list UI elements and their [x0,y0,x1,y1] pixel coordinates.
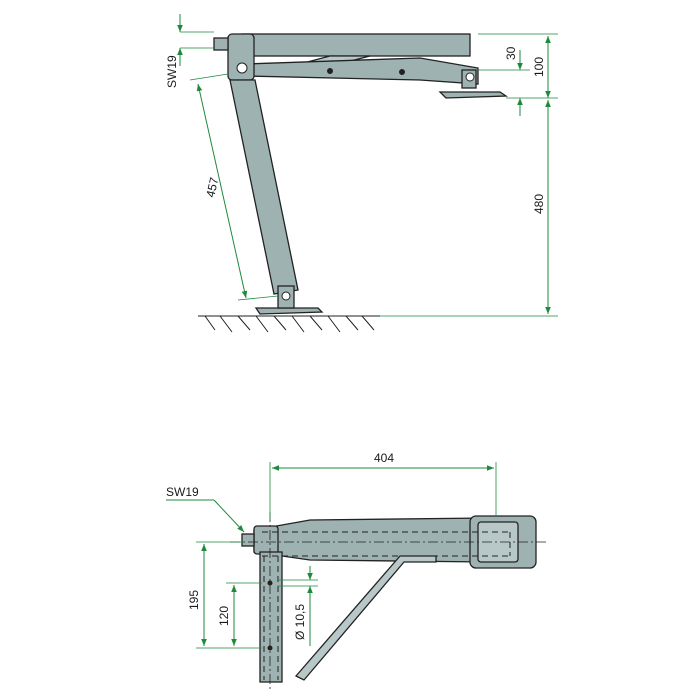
top-120-label: 120 [217,606,231,626]
pivot-icon [465,72,475,82]
pivot-icon [236,62,248,74]
hole-icon [267,645,273,651]
hole-icon [267,580,273,586]
ground-hatching [198,315,380,333]
top-sw19-bolt [241,533,255,547]
top-195-label: 195 [187,590,201,610]
rivet-icon [327,68,333,74]
top-beam [253,517,487,563]
arm-foot-plate [438,91,509,99]
rivet-icon [399,69,405,75]
side-457-label: 457 [203,176,221,199]
side-480-label: 480 [532,194,546,214]
side-sw19-label: SW19 [165,55,179,88]
support-leg [229,79,299,295]
top-hole-diameter-label: Ø 10,5 [293,604,307,640]
top-sw19-label: SW19 [166,485,199,499]
side-30-label: 30 [504,46,518,60]
sw19-bolt [213,37,229,51]
pivot-icon [281,291,291,301]
upper-beam [241,33,471,57]
top-pivot-head [253,525,279,555]
top-diagonal-brace [294,555,437,681]
ground-foot-plate [254,307,324,315]
top-view: 404 SW19 195 120 Ø 10,5 [166,451,548,690]
top-leg [259,551,283,683]
lower-arm [244,57,479,85]
side-100-label: 100 [532,57,546,77]
top-404-label: 404 [374,451,394,465]
side-view: SW19 457 30 100 480 [165,14,558,333]
